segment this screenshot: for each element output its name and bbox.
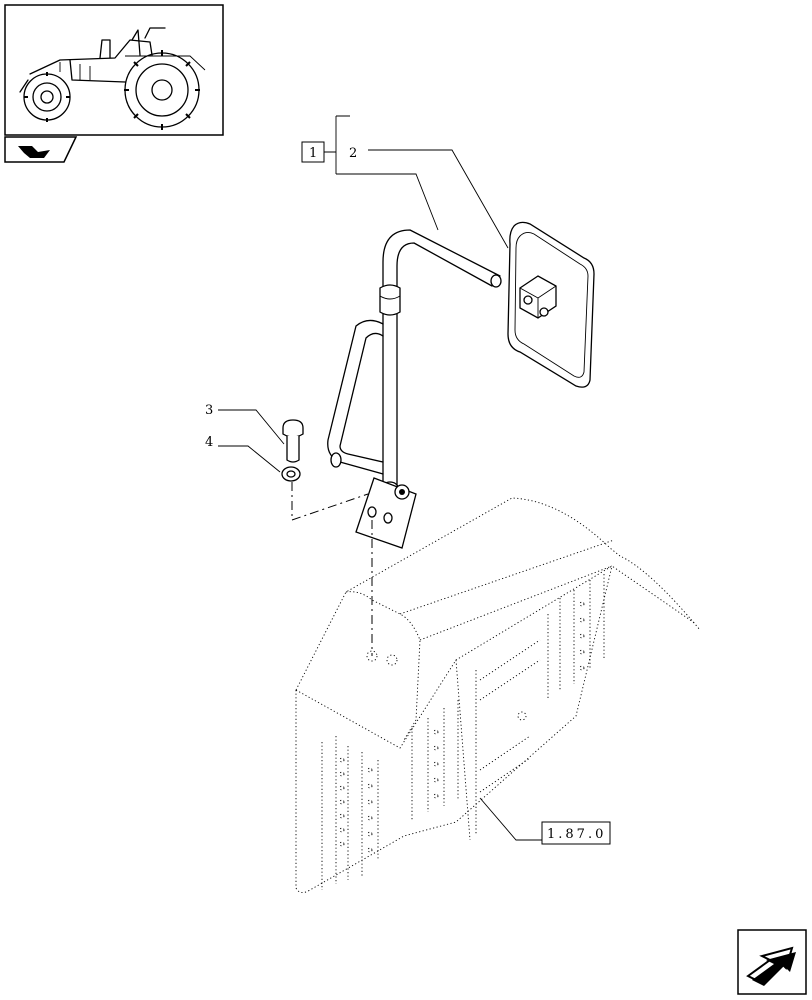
callout-label-kit: 1 [309,146,317,161]
section-arrow-icon [4,136,78,163]
washer-part [281,466,301,482]
reference-box [541,821,611,845]
mirror-head [507,221,595,388]
callout-label-mirror: 2 [349,146,357,161]
next-page-arrow-icon[interactable] [737,929,807,995]
callout-label-screw: 3 [205,403,213,418]
callout-label-washer: 4 [205,435,213,450]
reference-label: 1.87.0 [547,827,606,842]
mounting-plate [355,477,417,549]
tractor-thumbnail-icon [4,4,224,136]
mirror-arm [327,229,502,495]
screw-part [282,419,304,463]
fender-phantom [295,497,701,893]
